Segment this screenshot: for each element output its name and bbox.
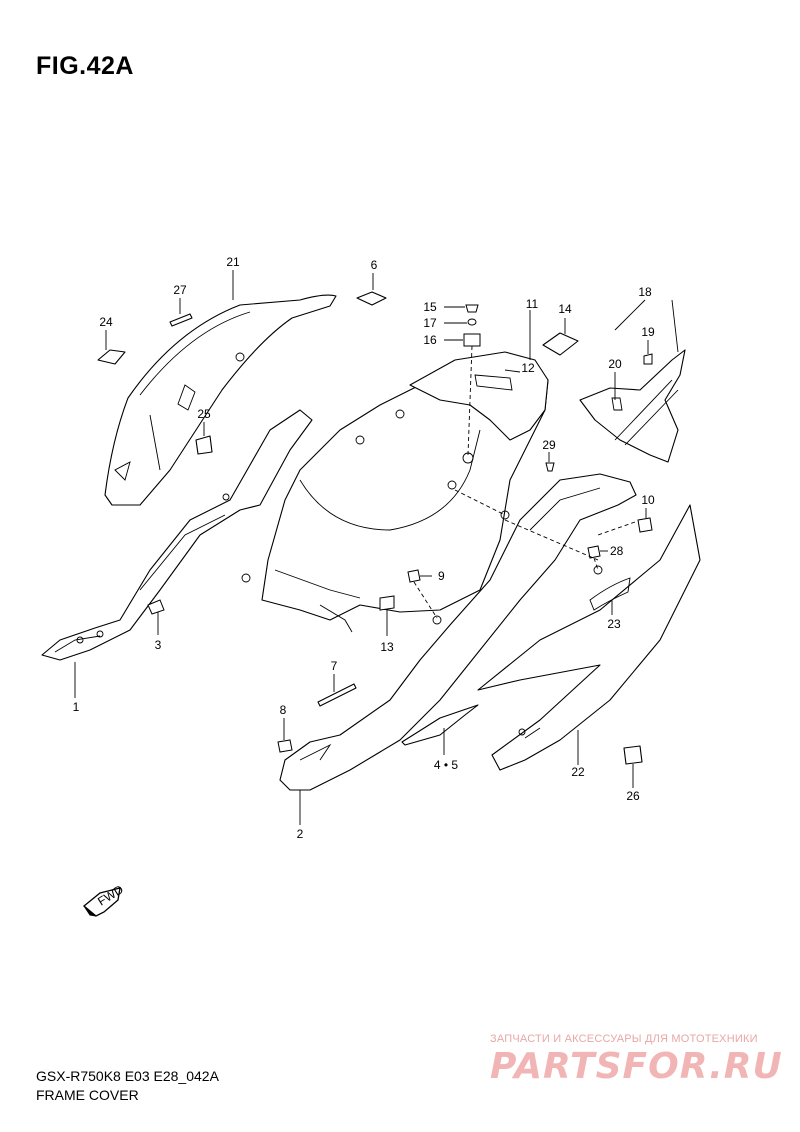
callout-28: 28 <box>610 544 624 558</box>
part-19-clip[interactable] <box>643 340 653 365</box>
callout-16: 16 <box>423 333 437 347</box>
callout-15: 15 <box>423 300 437 314</box>
part-14-plate[interactable] <box>542 318 579 356</box>
callout-20: 20 <box>608 357 622 371</box>
callout-23: 23 <box>607 617 621 631</box>
callout-29: 29 <box>542 438 556 452</box>
callout-11: 11 <box>526 297 539 311</box>
part-10-screw[interactable] <box>637 508 653 533</box>
callout-22: 22 <box>571 765 585 779</box>
part-18-rear-inner-bracket[interactable] <box>579 299 686 463</box>
part-28-screw[interactable] <box>587 545 608 571</box>
assembly-line-a <box>504 519 599 561</box>
watermark-logo: PARTSFOR.RU <box>490 1046 783 1087</box>
part-6-cushion-pad[interactable] <box>356 273 387 306</box>
callout-13: 13 <box>380 640 394 654</box>
callout-1: 1 <box>73 700 80 714</box>
callout-26: 26 <box>626 789 640 803</box>
callout-9: 9 <box>438 569 445 583</box>
footer-model-code: GSX-R750K8 E03 E28_042A <box>36 1068 219 1084</box>
callout-25: 25 <box>197 407 211 421</box>
part-12-tail-hump-cover[interactable] <box>409 351 549 441</box>
footer-section-name: FRAME COVER <box>36 1087 139 1103</box>
forward-arrow-icon: FWD <box>82 882 126 917</box>
callout-7: 7 <box>331 659 338 673</box>
callout-6: 6 <box>371 258 378 272</box>
callout-3: 3 <box>155 638 162 652</box>
part-13-grommet[interactable] <box>379 595 395 636</box>
part-22-right-side-cover[interactable] <box>477 504 701 771</box>
part-1-left-frame-cover[interactable] <box>41 409 313 661</box>
assembly-line-c <box>597 521 636 536</box>
part-3-bolt[interactable] <box>147 599 165 635</box>
part-7-tape-strip[interactable] <box>317 674 357 707</box>
part-25-cushion-pad[interactable] <box>195 422 213 455</box>
callout-4-5: 4 • 5 <box>434 758 459 772</box>
part-15-screw[interactable] <box>444 304 479 313</box>
callout-10: 10 <box>641 493 655 507</box>
part-24-cushion-pad[interactable] <box>97 330 126 365</box>
part-26-label-plate[interactable] <box>623 745 643 788</box>
callout-21: 21 <box>226 255 240 269</box>
assembly-line-b <box>454 489 506 516</box>
figure-title: FIG.42A <box>36 52 134 80</box>
callout-19: 19 <box>641 325 655 339</box>
part-29-screw[interactable] <box>545 452 555 472</box>
callout-18: 18 <box>638 285 652 299</box>
callout-17: 17 <box>423 316 437 330</box>
part-21-left-side-cover[interactable] <box>104 294 337 506</box>
part-9-screw[interactable] <box>407 569 438 619</box>
part-27-tape-strip[interactable] <box>169 298 193 327</box>
part-8-nut[interactable] <box>277 718 293 753</box>
callout-14: 14 <box>558 302 572 316</box>
callout-8: 8 <box>280 703 287 717</box>
callout-2: 2 <box>297 827 304 841</box>
callout-12: 12 <box>521 361 535 375</box>
watermark-tagline: ЗАПЧАСТИ И АКСЕССУАРЫ ДЛЯ МОТОТЕХНИКИ <box>490 1033 758 1045</box>
callout-27: 27 <box>173 283 187 297</box>
part-2-right-frame-cover[interactable] <box>279 473 637 791</box>
part-17-washer[interactable] <box>444 318 477 326</box>
part-4-5-emblem[interactable] <box>401 704 479 755</box>
callout-24: 24 <box>99 315 113 329</box>
part-16-grommet[interactable] <box>444 333 481 456</box>
